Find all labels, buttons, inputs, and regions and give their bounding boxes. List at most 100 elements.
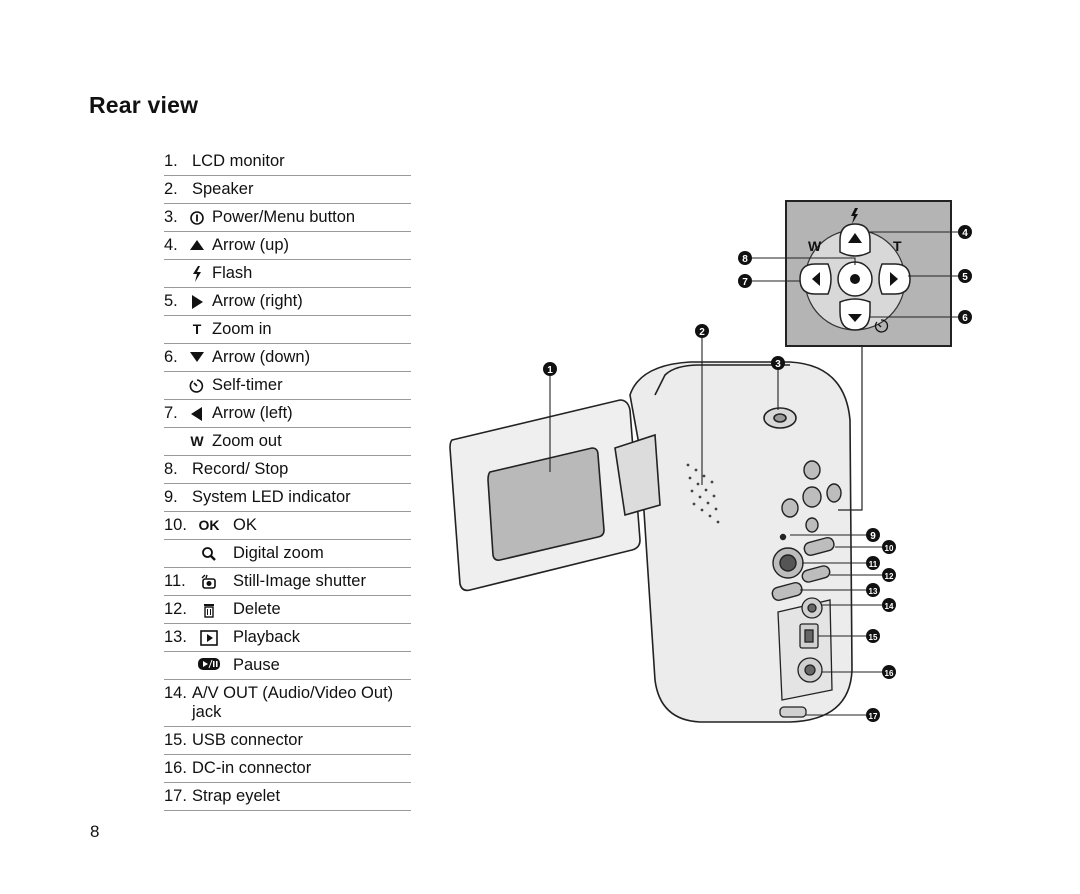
- svg-text:16: 16: [885, 669, 894, 678]
- list-item: 9. System LED indicator: [164, 484, 411, 512]
- list-item: Self-timer: [164, 372, 411, 400]
- item-number: 8.: [164, 460, 178, 478]
- svg-text:12: 12: [885, 572, 894, 581]
- item-label: USB connector: [192, 731, 303, 749]
- callout-11: 11: [866, 556, 880, 570]
- list-item: 7. Arrow (left): [164, 400, 411, 428]
- svg-text:9: 9: [870, 531, 876, 542]
- list-item: 17. Strap eyelet: [164, 783, 411, 811]
- list-item: 3. Power/Menu button: [164, 204, 411, 232]
- callout-13: 13: [866, 583, 880, 597]
- item-label: A/V OUT (Audio/Video Out) jack: [192, 684, 394, 721]
- item-label: LCD monitor: [192, 152, 285, 170]
- arrow-right-icon: [186, 292, 208, 310]
- list-item: 16. DC-in connector: [164, 755, 411, 783]
- callout-2: 2: [695, 324, 709, 338]
- item-label: OK: [233, 516, 257, 534]
- svg-text:17: 17: [869, 712, 878, 721]
- svg-text:10: 10: [885, 544, 894, 553]
- item-number: 13.: [164, 628, 187, 646]
- arrow-right-icon: [890, 272, 898, 286]
- item-label: Strap eyelet: [192, 787, 281, 805]
- callout-17: 17: [866, 708, 880, 722]
- self-timer-icon: [874, 319, 889, 333]
- self-timer-icon: [186, 376, 208, 394]
- list-item: Pause: [164, 652, 411, 680]
- item-label: Still-Image shutter: [233, 572, 366, 590]
- item-number: 9.: [164, 488, 178, 506]
- item-label: Record/ Stop: [192, 460, 289, 478]
- item-label: Arrow (up): [212, 236, 290, 254]
- list-item: 14. A/V OUT (Audio/Video Out) jack: [164, 680, 411, 727]
- item-number: 10.: [164, 516, 187, 534]
- item-number: 12.: [164, 600, 187, 618]
- svg-text:7: 7: [742, 277, 748, 288]
- callout-7: 7: [738, 274, 752, 288]
- zoom-out-w-icon: W: [190, 433, 204, 449]
- still-shutter-icon: [198, 572, 220, 590]
- list-item: 8. Record/ Stop: [164, 456, 411, 484]
- item-label: Speaker: [192, 180, 254, 198]
- item-label: Arrow (right): [212, 292, 303, 310]
- list-item: 10. OK OK: [164, 512, 411, 540]
- callout-4: 4: [958, 225, 972, 239]
- item-number: 15.: [164, 731, 187, 749]
- control-buttons: [771, 460, 842, 601]
- item-label: Pause: [233, 656, 280, 674]
- callout-1: 1: [543, 362, 557, 376]
- parts-list: 1. LCD monitor 2. Speaker 3. Power/Menu …: [164, 148, 411, 811]
- list-item: 5. Arrow (right): [164, 288, 411, 316]
- svg-text:5: 5: [962, 272, 968, 283]
- svg-text:6: 6: [962, 313, 968, 324]
- list-item: Flash: [164, 260, 411, 288]
- flash-icon: [186, 264, 208, 282]
- callout-16: 16: [882, 665, 896, 679]
- item-label: Flash: [212, 264, 253, 282]
- page-number: 8: [90, 822, 100, 841]
- svg-text:3: 3: [775, 359, 781, 370]
- callout-markers: 1 2 3 4 5 6 7 8 9 10 11 12 13 14 15 16 1…: [543, 225, 972, 722]
- item-number: 2.: [164, 180, 178, 198]
- arrow-left-icon: [186, 404, 208, 422]
- list-item: 4. Arrow (up): [164, 232, 411, 260]
- button-inset: W T: [785, 200, 952, 347]
- item-number: 4.: [164, 236, 178, 254]
- arrow-down-icon: [848, 314, 862, 322]
- callout-3: 3: [771, 356, 785, 370]
- svg-text:1: 1: [547, 365, 553, 376]
- svg-text:14: 14: [885, 602, 894, 611]
- zoom-in-t-icon: T: [192, 321, 202, 337]
- flash-icon: [851, 208, 858, 224]
- svg-text:2: 2: [699, 327, 705, 338]
- speaker-grille: [686, 463, 720, 524]
- lcd-panel: [449, 399, 661, 592]
- item-number: 3.: [164, 208, 178, 226]
- item-label: Power/Menu button: [212, 208, 356, 226]
- arrow-up-icon: [848, 233, 862, 243]
- item-number: 6.: [164, 348, 178, 366]
- item-number: 11.: [164, 572, 186, 590]
- item-label: Delete: [233, 600, 281, 618]
- list-item: T Zoom in: [164, 316, 411, 344]
- zoom-in-t-icon: T: [893, 238, 902, 254]
- list-item: 15. USB connector: [164, 727, 411, 755]
- connector-panel: [777, 597, 833, 718]
- item-label: Playback: [233, 628, 300, 646]
- item-number: 14.: [164, 684, 187, 702]
- item-number: 7.: [164, 404, 178, 422]
- svg-text:15: 15: [869, 633, 878, 642]
- playback-icon: [198, 628, 220, 646]
- list-item: 13. Playback: [164, 624, 411, 652]
- ok-icon: OK: [198, 517, 220, 533]
- item-label: Digital zoom: [233, 544, 324, 562]
- power-icon: [186, 208, 208, 226]
- list-item: 6. Arrow (down): [164, 344, 411, 372]
- svg-text:4: 4: [962, 228, 968, 239]
- list-item: 11. Still-Image shutter: [164, 568, 411, 596]
- item-number: 1.: [164, 152, 178, 170]
- item-label: Zoom in: [212, 320, 272, 338]
- callout-9: 9: [866, 528, 880, 542]
- callout-15: 15: [866, 629, 880, 643]
- item-label: Arrow (left): [212, 404, 293, 422]
- list-item: W Zoom out: [164, 428, 411, 456]
